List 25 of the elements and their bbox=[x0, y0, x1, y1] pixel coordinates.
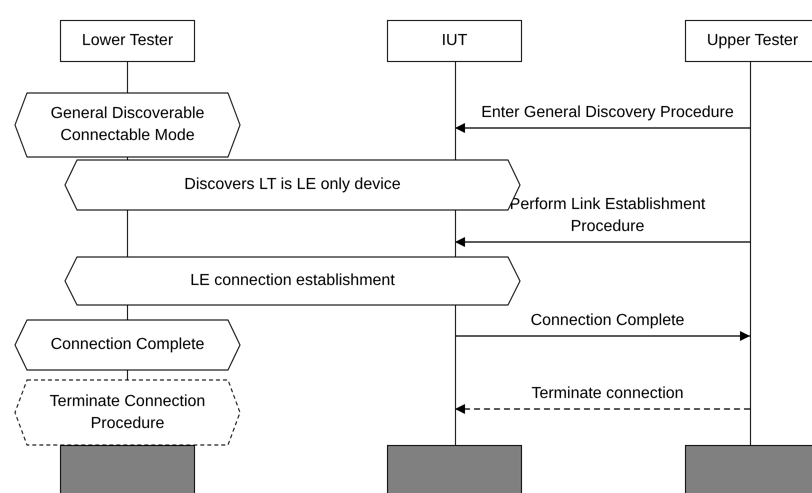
participant-box bbox=[387, 20, 522, 62]
message-label: Enter General Discovery Procedure bbox=[480, 103, 735, 123]
condition-hexagon bbox=[15, 320, 240, 370]
message-label: Perform Link Establishment Procedure bbox=[508, 195, 706, 237]
condition-text: Connection Complete bbox=[50, 335, 204, 355]
condition-text: General Discoverable Connectable Mode bbox=[50, 104, 206, 146]
message-label: Connection Complete bbox=[530, 311, 686, 331]
message-arrow bbox=[455, 123, 750, 133]
participant-name: Lower Tester bbox=[82, 31, 174, 51]
condition-hexagon bbox=[15, 93, 240, 157]
condition-text: Terminate Connection Procedure bbox=[48, 392, 206, 434]
participant-box bbox=[60, 20, 195, 62]
lifeline-end-box bbox=[60, 445, 195, 493]
condition-text: LE connection establishment bbox=[190, 271, 395, 291]
condition-text: Discovers LT is LE only device bbox=[184, 175, 401, 195]
message-arrow bbox=[455, 331, 750, 341]
participant-name: Upper Tester bbox=[706, 31, 798, 51]
lifeline-end-box bbox=[685, 445, 812, 493]
message-label: Terminate connection bbox=[530, 384, 685, 404]
lifeline-end-box bbox=[387, 445, 522, 493]
message-arrow bbox=[455, 404, 750, 414]
message-arrow bbox=[455, 237, 750, 247]
participant-box bbox=[685, 20, 812, 62]
participant-name: IUT bbox=[442, 31, 468, 51]
condition-hexagon bbox=[15, 380, 240, 445]
